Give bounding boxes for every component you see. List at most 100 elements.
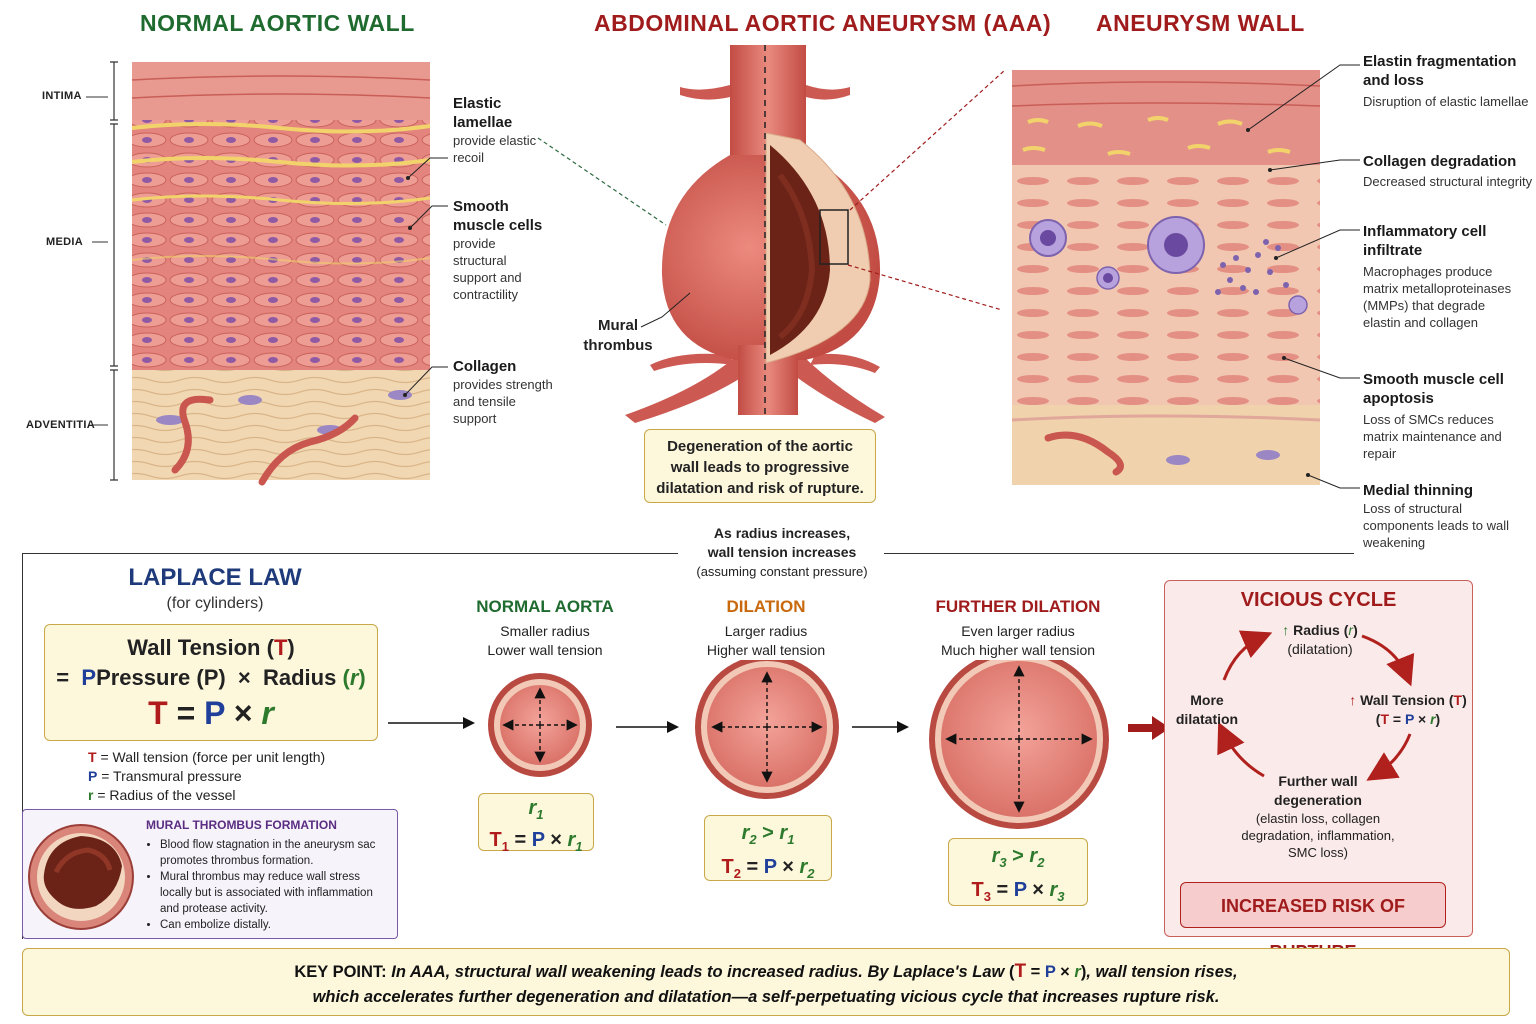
frame-left [22, 553, 23, 939]
stage-further-formula: r3 > r2 T3 = P × r3 [948, 838, 1088, 906]
wall-tension-word: Wall Tension [127, 635, 261, 660]
key-point-line2: which accelerates further degeneration a… [312, 988, 1220, 1006]
stage-dilation-title: DILATION [726, 597, 806, 616]
formula-main: T = P × r [148, 695, 274, 731]
label-head: Smooth muscle cells [453, 198, 543, 234]
cycle-node-more-dilatation: More dilatation [1175, 692, 1239, 727]
aaa-illustration [625, 45, 885, 423]
radius-note: As radius increases, wall tension increa… [680, 524, 884, 581]
mural-box-title: MURAL THROMBUS FORMATION [146, 818, 337, 832]
mural-thrombus-label: Mural thrombus [583, 317, 653, 354]
radius-note-line1: As radius increases, [713, 525, 851, 541]
stage-desc-line: Even larger radius [961, 623, 1075, 639]
layer-label-intima: INTIMA [42, 90, 82, 102]
stage-normal-formula: r1 T1 = P × r1 [478, 793, 594, 854]
label-body: provide elastic recoil [453, 133, 537, 165]
aneurysm-wall-title: ANEURYSM WALL [1096, 10, 1305, 36]
label-head: Elastic lamellae [453, 95, 513, 131]
mural-bullet: Can embolize distally. [160, 917, 390, 933]
label-head: Collagen degradation [1363, 153, 1517, 170]
label-head: Collagen [453, 358, 517, 375]
cycle-radius-text: Radius [1293, 622, 1340, 638]
label-body: Loss of SMCs reduces matrix maintenance … [1363, 412, 1502, 461]
vessel-normal [488, 673, 592, 777]
label-smooth-muscle-cells: Smooth muscle cells provide structural s… [453, 197, 545, 303]
key-point-label: KEY POINT: [294, 963, 387, 981]
label-collagen-degradation: Collagen degradation Decreased structura… [1363, 152, 1533, 190]
stage-desc-line: Lower wall tension [487, 642, 603, 658]
cycle-node-degeneration: Further wall degeneration (elastin loss,… [1230, 772, 1406, 861]
vessel-further-dilation [929, 660, 1109, 829]
legend-sym: T [88, 749, 97, 765]
aaa-caption-box: Degeneration of the aortic wall leads to… [644, 429, 876, 503]
laplace-subtitle: (for cylinders) [166, 595, 264, 612]
cycle-degen-sub: (elastin loss, collagen degradation, inf… [1241, 811, 1395, 860]
label-inflammatory-infiltrate: Inflammatory cell infiltrate Macrophages… [1363, 222, 1523, 331]
mural-bullet: Blood flow stagnation in the aneurysm sa… [160, 837, 390, 869]
vicious-cycle-box [1164, 580, 1473, 937]
stage-desc-line: Higher wall tension [706, 642, 826, 658]
cycle-radius-sub: (dilatation) [1287, 641, 1353, 657]
laplace-formula-box: Wall Tension (T) = PPressure (P) × Radiu… [44, 624, 378, 741]
legend-sym: P [88, 768, 98, 784]
label-body: Macrophages produce matrix metalloprotei… [1363, 264, 1512, 330]
legend-row-p: P = Transmural pressure [88, 767, 325, 786]
rupture-risk-box: INCREASED RISK OF RUPTURE [1180, 882, 1446, 962]
label-body: provides strength and tensile support [453, 377, 553, 426]
stage-normal-title: NORMAL AORTA [476, 597, 614, 616]
label-collagen: Collagen provides strength and tensile s… [453, 357, 553, 427]
aaa-caption: Degeneration of the aortic wall leads to… [656, 438, 864, 497]
normal-wall-title: NORMAL AORTIC WALL [140, 10, 415, 36]
aneurysm-wall-illustration [1011, 64, 1360, 489]
label-body: Decreased structural integrity [1363, 174, 1533, 189]
label-head: Elastin fragmentation and loss [1363, 53, 1517, 89]
pressure-word: Pressure [96, 665, 191, 690]
radius-note-line3: (assuming constant pressure) [696, 564, 868, 579]
stage-dilation-formula: r2 > r1 T2 = P × r2 [704, 815, 832, 881]
frame-top-left [22, 553, 678, 554]
key-point-text-a: In AAA, structural wall weakening leads … [391, 963, 1005, 981]
laplace-legend: T = Wall tension (force per unit length)… [88, 748, 325, 805]
key-point-box: KEY POINT: In AAA, structural wall weake… [22, 948, 1510, 1016]
aaa-title: ABDOMINAL AORTIC ANEURYSM (AAA) [594, 10, 1052, 36]
label-elastic-lamellae: Elastic lamellae provide elastic recoil [453, 94, 543, 166]
key-point-text-b: , wall tension rises, [1086, 963, 1238, 981]
legend-sym: r [88, 787, 94, 803]
label-body: provide structural support and contracti… [453, 236, 522, 302]
stage-dilation-desc: Larger radius Higher wall tension [666, 622, 866, 660]
legend-row-t: T = Wall tension (force per unit length) [88, 748, 325, 767]
cycle-title: VICIOUS CYCLE [1240, 589, 1397, 611]
cycle-degen-text: Further wall degeneration [1274, 773, 1362, 808]
legend-text: = Wall tension (force per unit length) [100, 749, 326, 765]
formula-line2: = PPressure (P) × Radius (r) [56, 665, 366, 690]
stage-desc-line: Smaller radius [500, 623, 590, 639]
label-head: Medial thinning [1363, 482, 1473, 499]
cycle-arrows [1217, 630, 1415, 781]
legend-row-r: r = Radius of the vessel [88, 786, 325, 805]
label-head: Inflammatory cell infiltrate [1363, 223, 1487, 259]
layer-label-adventitia: ADVENTITIA [26, 419, 95, 431]
mural-bullets: Blood flow stagnation in the aneurysm sa… [158, 837, 390, 933]
label-body: Disruption of elastic lamellae [1363, 94, 1529, 109]
stage-desc-line: Much higher wall tension [940, 642, 1096, 658]
normal-wall-illustration [86, 61, 448, 486]
vessel-cross-sections [388, 660, 1170, 829]
stage-further-title: FURTHER DILATION [935, 597, 1101, 616]
legend-text: = Transmural pressure [101, 768, 242, 784]
cycle-node-tension: ↑ Wall Tension (T) (T = P × r) [1349, 692, 1467, 727]
mural-bullet: Mural thrombus may reduce wall stress lo… [160, 869, 390, 917]
formula-line1: Wall Tension (T) [127, 635, 295, 660]
stage-desc-line: Larger radius [724, 623, 808, 639]
label-smc-apoptosis: Smooth muscle cell apoptosis Loss of SMC… [1363, 370, 1523, 462]
thrombus-cross-section [28, 824, 134, 930]
cycle-tension-text: Wall Tension [1360, 692, 1445, 708]
cycle-node-radius: ↑ Radius (r) (dilatation) [1250, 621, 1390, 659]
legend-text: = Radius of the vessel [97, 787, 236, 803]
stage-further-desc: Even larger radius Much higher wall tens… [910, 622, 1126, 660]
stage-normal-desc: Smaller radius Lower wall tension [445, 622, 645, 660]
connector-lines [537, 69, 1006, 311]
label-body: Loss of structural components leads to w… [1363, 501, 1509, 550]
label-head: Smooth muscle cell apoptosis [1363, 371, 1504, 407]
laplace-title: LAPLACE LAW [60, 564, 370, 592]
vessel-dilation [695, 660, 839, 799]
